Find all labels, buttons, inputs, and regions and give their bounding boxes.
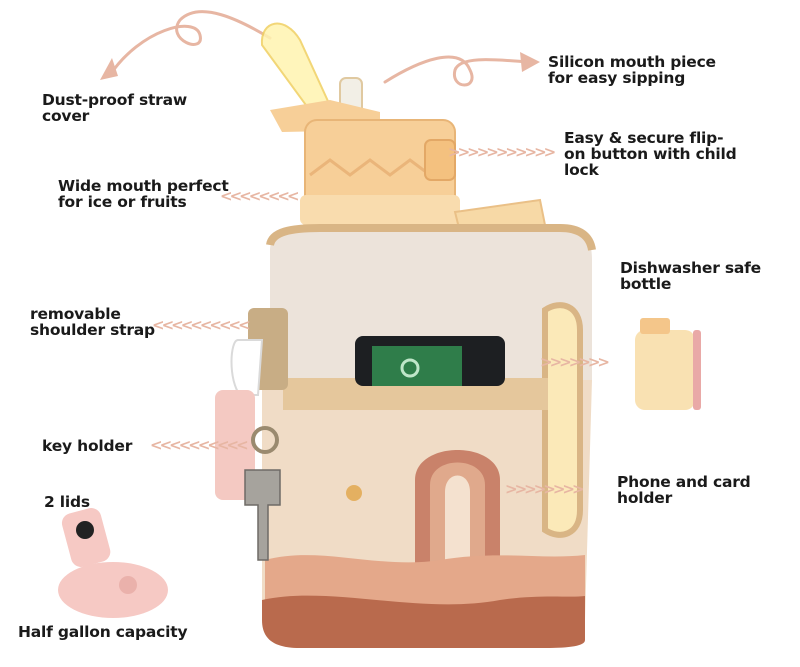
sleeve-top (270, 225, 592, 380)
chevron-phone: >>>>>>>> (505, 480, 585, 498)
small-bottle (635, 330, 695, 410)
label-phone-card: Phone and card holder (617, 473, 751, 507)
small-bottle-strap (693, 330, 701, 410)
chevron-key: <<<<<<<<<< (150, 436, 249, 454)
curly-arrow-right (383, 55, 530, 87)
label-mouth-piece: Silicon mouth piece for easy sipping (548, 53, 716, 87)
wifi-symbol (400, 358, 420, 378)
label-straw-cover: Dust-proof straw cover (42, 91, 188, 125)
small-bottle-lid (640, 318, 670, 334)
label-key-holder: key holder (42, 437, 133, 455)
chevron-flip: >>>>>>>>>>> (448, 143, 556, 161)
pink-lid-seal (76, 521, 94, 539)
strap-clip (230, 339, 264, 396)
key (244, 469, 281, 561)
label-flip-button: Easy & secure flip- on button with child… (564, 129, 737, 179)
flip-button (424, 139, 456, 181)
sleeve-trim (266, 224, 596, 251)
chevron-wide: <<<<<<<< (220, 187, 300, 205)
arrow-head-left (100, 58, 118, 80)
handle-window (542, 302, 583, 538)
chevron-strap: <<<<<<<<<< (152, 316, 251, 334)
key-ring (251, 426, 279, 454)
pink-lid-base (58, 562, 168, 618)
chevron-dishwasher: >>>>>>> (540, 353, 610, 371)
hill-dark (262, 595, 585, 648)
curly-arrow-left (108, 10, 272, 77)
label-dishwasher: Dishwasher safe bottle (620, 259, 761, 293)
lid-base (300, 195, 460, 225)
label-two-lids: 2 lids (44, 493, 90, 511)
pink-lid-hole (119, 576, 137, 594)
arrow-head-right (520, 52, 540, 72)
sun-dot (346, 485, 362, 501)
label-wide-mouth: Wide mouth perfect for ice or fruits (58, 177, 229, 211)
label-shoulder-strap: removable shoulder strap (30, 305, 155, 339)
label-capacity: Half gallon capacity (18, 623, 188, 641)
